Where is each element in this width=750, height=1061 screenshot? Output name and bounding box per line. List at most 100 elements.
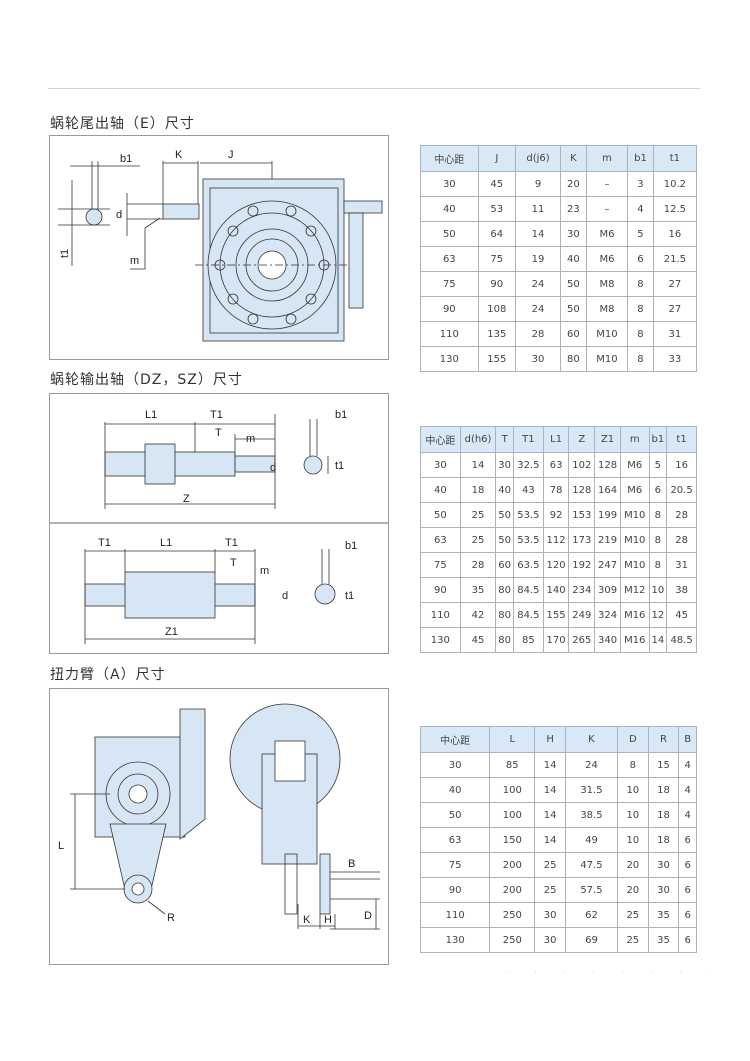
table-cell: 31 [652, 321, 698, 347]
table-cell: 90 [477, 271, 516, 297]
table-cell: 8 [627, 321, 654, 347]
table-cell: 8 [648, 552, 668, 578]
table-cell: 80 [495, 627, 514, 653]
label-d: d [116, 209, 122, 221]
table-cell: 8 [627, 346, 654, 372]
table-cell: 63.5 [512, 552, 544, 578]
table-cell: 80 [560, 346, 587, 372]
label-K: K [175, 149, 183, 161]
table-cell: 6 [678, 877, 697, 903]
label-t1: t1 [59, 249, 71, 258]
table-cell: 18 [647, 802, 680, 828]
table-cell: 11 [514, 196, 562, 222]
table-cell: 53.5 [512, 502, 544, 528]
table-cell: M8 [585, 296, 629, 322]
table-cell: 173 [568, 527, 596, 553]
table-cell: 155 [477, 346, 516, 372]
table-cell: 40 [420, 196, 479, 222]
table-cell: 18 [647, 777, 680, 803]
table-cell: 25 [459, 502, 497, 528]
table-cell: 6 [678, 827, 697, 853]
table-cell: 28 [666, 527, 697, 553]
table-cell: 340 [594, 627, 621, 653]
header-cell: L [489, 726, 536, 753]
table-cell: 30 [514, 346, 562, 372]
table-cell: 57.5 [564, 877, 618, 903]
label-L1: L1 [145, 409, 157, 421]
table-cell: 200 [489, 877, 536, 903]
table-cell: 64 [477, 221, 516, 247]
table-cell: 164 [594, 477, 621, 503]
table-cell: 30 [420, 452, 461, 478]
table-cell: 18 [647, 827, 680, 853]
table-cell: 128 [594, 452, 621, 478]
table-cell: 60 [495, 552, 514, 578]
table-cell: 12.5 [652, 196, 698, 222]
label-m: m [260, 565, 269, 577]
table-cell: 75 [477, 246, 516, 272]
table-cell: M10 [619, 552, 650, 578]
table-cell: 35 [647, 902, 680, 928]
table-cell: 14 [534, 752, 566, 778]
table-cell: 14 [534, 827, 566, 853]
section-title-dz: 蜗轮输出轴（DZ，SZ）尺寸 [50, 372, 243, 388]
label-d: d [270, 462, 276, 474]
table-cell: 20.5 [666, 477, 697, 503]
header-cell: d(h6) [459, 426, 497, 453]
table-cell: 31 [666, 552, 697, 578]
label-m: m [246, 433, 255, 445]
table-cell: 200 [489, 852, 536, 878]
header-cell: Z [568, 426, 596, 453]
table-cell: 27 [652, 296, 698, 322]
table-cell: 30 [420, 171, 479, 197]
label-d: d [282, 590, 288, 602]
table-cell: 249 [568, 602, 596, 628]
header-cell: K [560, 145, 587, 172]
table-cell: 50 [560, 271, 587, 297]
header-cell: Z1 [594, 426, 621, 453]
header-cell: K [564, 726, 618, 753]
table-cell: 33 [652, 346, 698, 372]
table-cell: 219 [594, 527, 621, 553]
table-cell: 20 [616, 877, 649, 903]
table-cell: 28 [459, 552, 497, 578]
table-cell: 47.5 [564, 852, 618, 878]
table-cell: 80 [495, 577, 514, 603]
table-cell: 32.5 [512, 452, 544, 478]
header-cell: L1 [542, 426, 570, 453]
table-cell: 43 [512, 477, 544, 503]
table-cell: 30 [534, 927, 566, 953]
table-cell: 49 [564, 827, 618, 853]
table-cell: 30 [534, 902, 566, 928]
table-cell: 153 [568, 502, 596, 528]
table-cell: 24 [514, 271, 562, 297]
table-cell: 234 [568, 577, 596, 603]
label-Z1: Z1 [165, 626, 178, 638]
table-cell: 5 [627, 221, 654, 247]
table-cell: 42 [459, 602, 497, 628]
table-cell: M6 [585, 221, 629, 247]
table-cell: 25 [616, 902, 649, 928]
table-cell: M12 [619, 577, 650, 603]
table-cell: 150 [489, 827, 536, 853]
header-cell: b1 [648, 426, 668, 453]
table-cell: 53.5 [512, 527, 544, 553]
table-cell: 35 [647, 927, 680, 953]
table-cell: 130 [420, 346, 479, 372]
drawing-a: L R K H B D [49, 688, 389, 965]
table-cell: 48.5 [666, 627, 697, 653]
table-cell: 28 [514, 321, 562, 347]
table-cell: 100 [489, 777, 536, 803]
label-B: B [348, 858, 355, 870]
label-T: T [215, 427, 222, 439]
table-cell: 10.2 [652, 171, 698, 197]
